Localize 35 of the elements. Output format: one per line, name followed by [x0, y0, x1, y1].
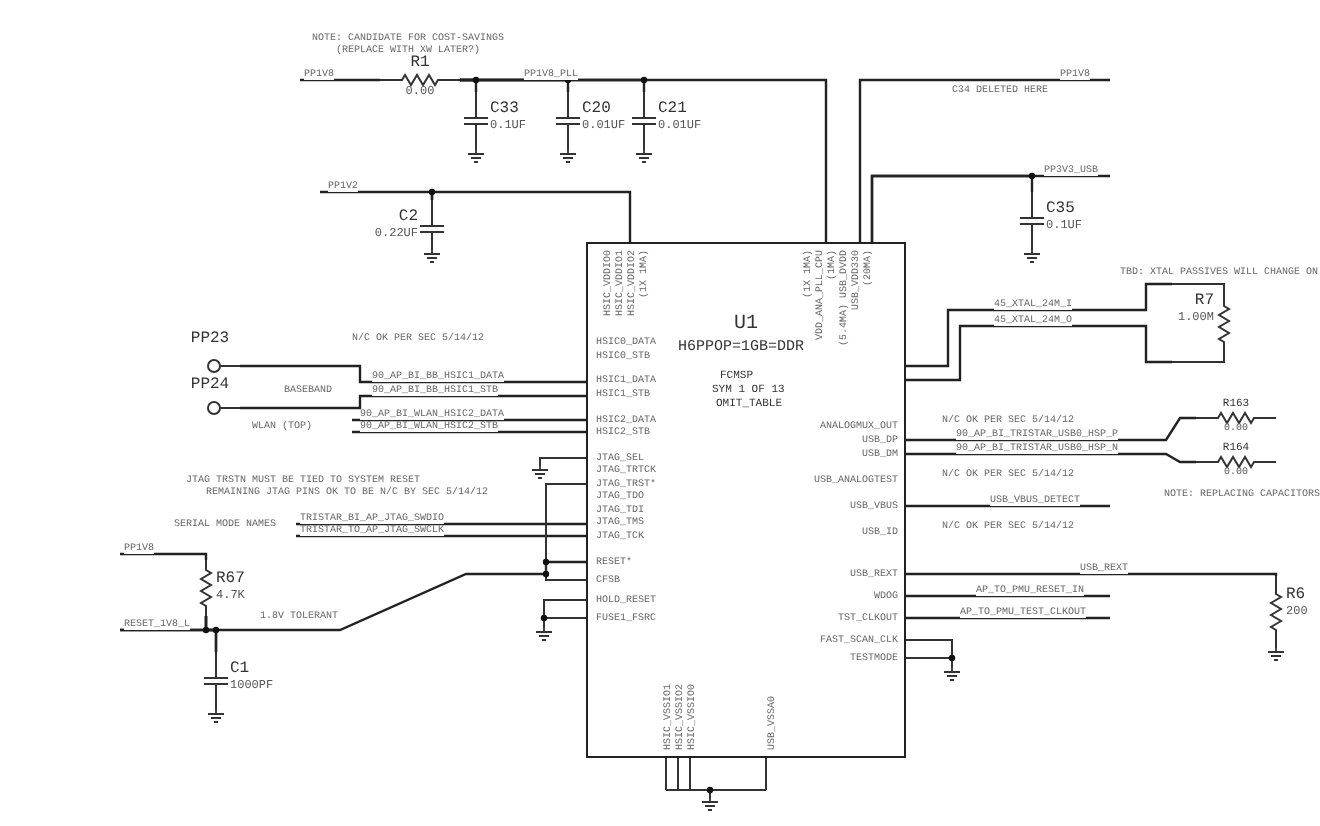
reference-designator: C2 [398, 210, 418, 227]
reference-designator: C35 [1046, 202, 1075, 219]
reference-designator: R1 [410, 55, 430, 72]
wire [120, 552, 208, 560]
wire [296, 522, 586, 526]
reference-designator: C20 [582, 102, 611, 119]
wire [352, 418, 586, 422]
wire [906, 282, 1172, 368]
reference-designator: C33 [490, 102, 519, 119]
test-point-label: PP23 [190, 332, 230, 349]
wire [296, 534, 586, 538]
wire [906, 616, 1110, 620]
ic-symbol-box [586, 242, 906, 758]
wire [870, 174, 1034, 242]
wire [240, 394, 586, 410]
reference-designator: R7 [1194, 294, 1214, 311]
wire [858, 78, 1110, 242]
wire [352, 430, 586, 434]
wire [300, 78, 380, 82]
wire [460, 78, 646, 92]
wire [906, 452, 1196, 464]
ic-designator: U1 [734, 316, 759, 337]
wire [906, 324, 1172, 382]
reference-designator: R67 [216, 572, 245, 589]
wire [430, 190, 632, 242]
test-point-label: PP24 [190, 378, 230, 395]
wire [906, 504, 1110, 508]
wire [240, 364, 586, 384]
reference-designator: C1 [230, 662, 250, 679]
wire [120, 628, 218, 652]
wire [906, 572, 1278, 577]
wire [906, 594, 1110, 598]
reference-designator: R6 [1286, 588, 1306, 605]
reference-designator: C21 [658, 102, 687, 119]
wire [906, 416, 1196, 442]
